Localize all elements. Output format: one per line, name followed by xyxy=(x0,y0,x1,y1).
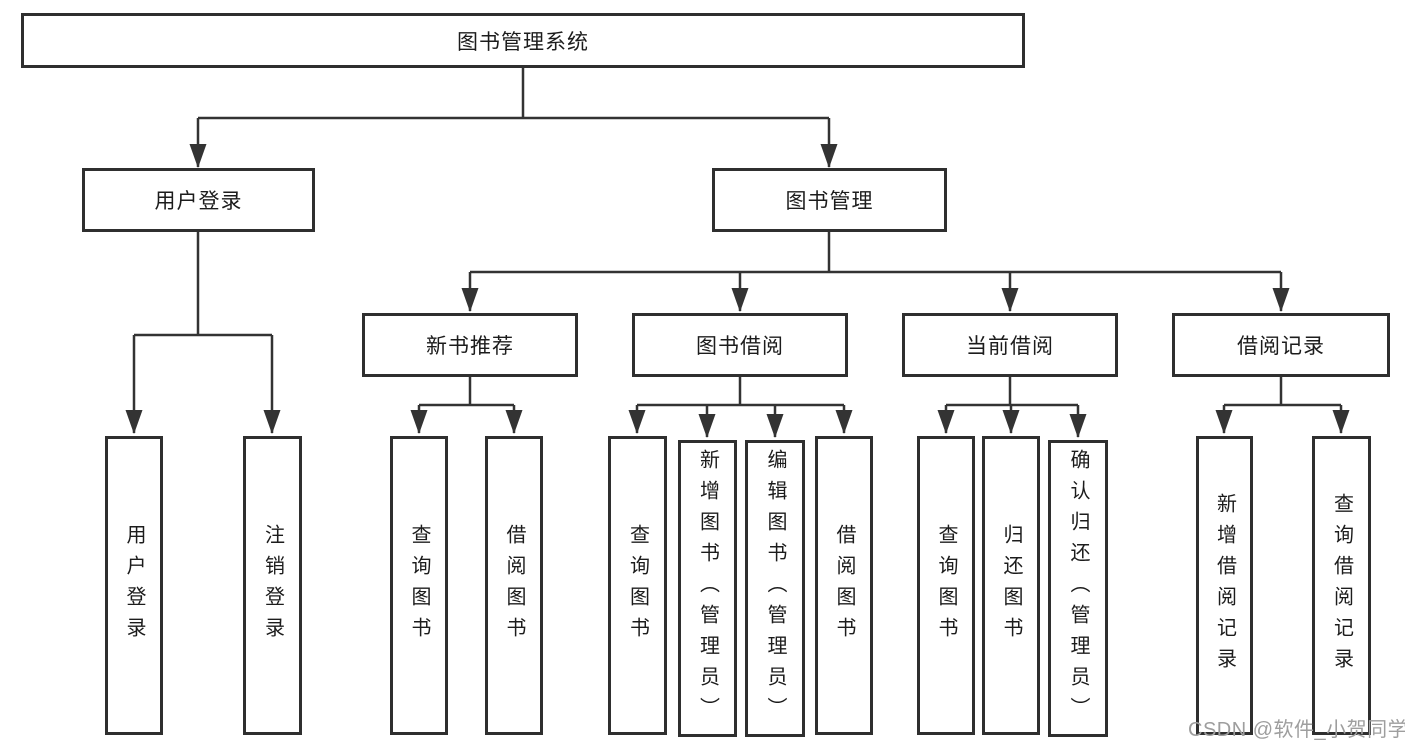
leaf-add-books-admin: 新增图书（管理员） xyxy=(678,440,737,737)
node-book-management: 图书管理 xyxy=(712,168,947,232)
watermark: CSDN @软件_小贺同学 xyxy=(1188,719,1405,741)
leaf-user-login: 用户登录 xyxy=(105,436,163,735)
leaf-confirm-return-admin: 确认归还（管理员） xyxy=(1048,440,1108,737)
leaf-borrow-books-recommend: 借阅图书 xyxy=(485,436,543,735)
leaf-edit-books-admin: 编辑图书（管理员） xyxy=(745,440,805,737)
leaf-logout: 注销登录 xyxy=(243,436,302,735)
leaf-query-books-recommend: 查询图书 xyxy=(390,436,448,735)
leaf-add-borrow-record: 新增借阅记录 xyxy=(1196,436,1253,735)
node-current-borrow: 当前借阅 xyxy=(902,313,1118,377)
node-root: 图书管理系统 xyxy=(21,13,1025,68)
leaf-return-books: 归还图书 xyxy=(982,436,1040,735)
node-book-borrow: 图书借阅 xyxy=(632,313,848,377)
leaf-query-books-borrow: 查询图书 xyxy=(608,436,667,735)
node-borrow-records: 借阅记录 xyxy=(1172,313,1390,377)
leaf-borrow-books: 借阅图书 xyxy=(815,436,873,735)
node-new-book-recommend: 新书推荐 xyxy=(362,313,578,377)
node-user-login-branch: 用户登录 xyxy=(82,168,315,232)
leaf-query-borrow-record: 查询借阅记录 xyxy=(1312,436,1371,735)
leaf-query-books-current: 查询图书 xyxy=(917,436,975,735)
